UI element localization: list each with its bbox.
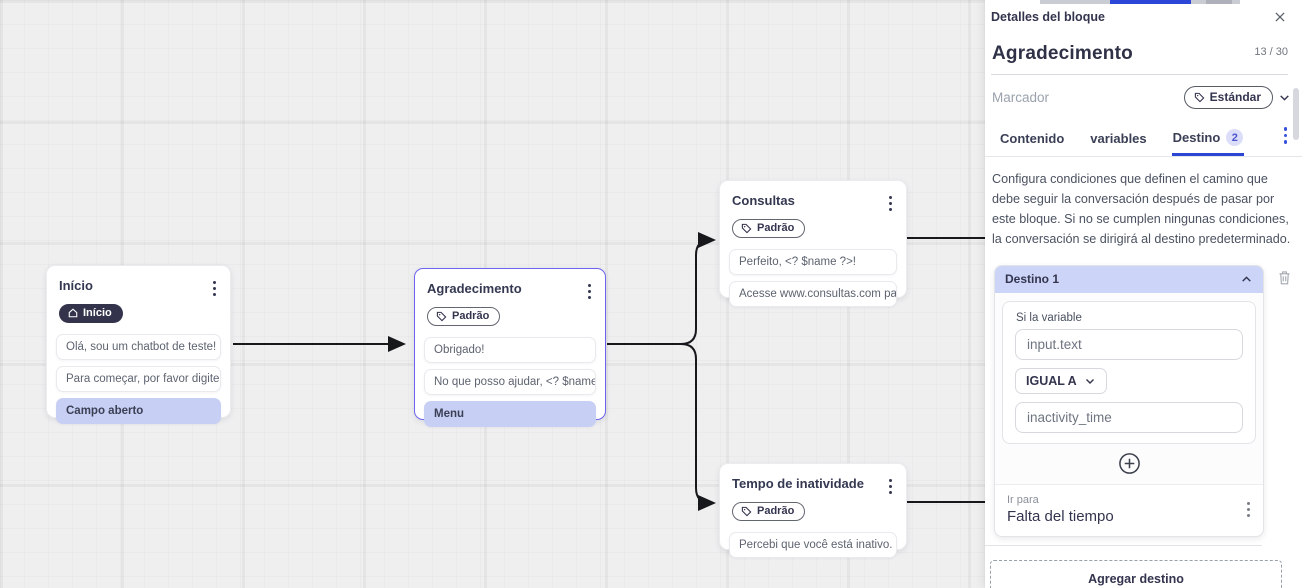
chevron-down-icon bbox=[1085, 378, 1094, 384]
tab-destino[interactable]: Destino 2 bbox=[1171, 121, 1245, 156]
menu-row[interactable]: Menu bbox=[424, 401, 596, 427]
node-menu-icon[interactable] bbox=[585, 281, 594, 301]
operator-dropdown[interactable]: IGUAL A bbox=[1015, 367, 1107, 394]
add-destination-button[interactable]: Agregar destino bbox=[990, 559, 1282, 588]
tab-variables[interactable]: variables bbox=[1090, 131, 1147, 146]
message-row[interactable]: Obrigado! bbox=[424, 337, 596, 363]
node-menu-icon[interactable] bbox=[886, 193, 895, 213]
panel-scrollbar[interactable] bbox=[1293, 88, 1299, 140]
close-icon[interactable] bbox=[1273, 10, 1287, 24]
tag-icon bbox=[741, 223, 752, 233]
edge-agradecimento-consultas bbox=[607, 232, 716, 345]
destination-title: Destino 1 bbox=[1005, 272, 1060, 287]
message-row[interactable]: Para começar, por favor digite o ... bbox=[56, 366, 221, 392]
padrao-badge-label: Padrão bbox=[757, 222, 795, 234]
node-menu-icon[interactable] bbox=[210, 278, 219, 298]
destino-count-badge: 2 bbox=[1226, 129, 1244, 146]
inicio-badge: Início bbox=[59, 304, 123, 323]
trash-icon[interactable] bbox=[1277, 269, 1292, 286]
standard-marker-pill[interactable]: Estándar bbox=[1183, 86, 1273, 109]
operator-label: IGUAL A bbox=[1026, 373, 1077, 388]
node-title: Agradecimento bbox=[427, 281, 522, 296]
char-counter: 13 / 30 bbox=[1254, 46, 1288, 58]
block-details-panel: Detalles del bloque Agradecimento 13 / 3… bbox=[985, 0, 1302, 588]
node-consultas[interactable]: Consultas Padrão Perfeito, <? $name ?>! … bbox=[719, 180, 907, 307]
home-icon bbox=[68, 308, 78, 318]
top-tab-strip-active bbox=[1110, 0, 1191, 4]
marker-pill-label: Estándar bbox=[1209, 90, 1261, 104]
open-field-row[interactable]: Campo aberto bbox=[56, 398, 221, 424]
padrao-badge-label: Padrão bbox=[452, 310, 490, 322]
add-condition-icon[interactable] bbox=[1118, 452, 1141, 475]
message-row[interactable]: Olá, sou um chatbot de teste! bbox=[56, 334, 221, 360]
node-menu-icon[interactable] bbox=[886, 476, 895, 496]
padrao-badge: Padrão bbox=[427, 307, 501, 326]
divider bbox=[991, 74, 1288, 75]
panel-title: Detalles del bloque bbox=[991, 10, 1105, 24]
message-row[interactable]: Percebi que você está inativo. C... bbox=[729, 532, 897, 558]
goto-value: Falta del tiempo bbox=[1007, 507, 1114, 525]
tabs-menu-icon[interactable] bbox=[1281, 125, 1291, 147]
variable-input[interactable] bbox=[1015, 328, 1243, 360]
destination-card: Destino 1 Si la variable IGUAL A bbox=[994, 264, 1264, 537]
divider bbox=[985, 544, 1262, 546]
node-inicio[interactable]: Início Início Olá, sou um chatbot de tes… bbox=[46, 265, 231, 424]
node-title: Tempo de inatividade bbox=[732, 476, 864, 491]
block-name[interactable]: Agradecimento bbox=[992, 43, 1133, 64]
message-row[interactable]: Acesse www.consultas.com par... bbox=[729, 281, 897, 307]
tag-icon bbox=[436, 311, 447, 321]
tag-icon bbox=[741, 506, 752, 516]
tag-icon bbox=[1194, 92, 1205, 102]
goto-label: Ir para bbox=[1007, 493, 1039, 506]
chevron-down-icon[interactable] bbox=[1278, 91, 1291, 104]
marker-placeholder[interactable]: Marcador bbox=[992, 90, 1050, 105]
node-title: Consultas bbox=[732, 193, 795, 208]
message-row[interactable]: No que posso ajudar, <? $name ... bbox=[424, 369, 596, 395]
destination-card-header[interactable]: Destino 1 bbox=[995, 265, 1263, 293]
message-row[interactable]: Perfeito, <? $name ?>! bbox=[729, 249, 897, 275]
node-agradecimento[interactable]: Agradecimento Padrão Obrigado! No que po… bbox=[414, 268, 606, 427]
node-tempo-inatividade[interactable]: Tempo de inatividade Padrão Percebi que … bbox=[719, 463, 907, 558]
chevron-up-icon[interactable] bbox=[1240, 273, 1253, 286]
padrao-badge-label: Padrão bbox=[757, 505, 795, 517]
condition-label: Si la variable bbox=[1016, 311, 1082, 324]
top-tab-strip-dark bbox=[1206, 0, 1232, 4]
comparison-value-input[interactable] bbox=[1015, 401, 1243, 433]
goto-section[interactable]: Ir para Falta del tiempo bbox=[995, 483, 1263, 536]
node-title: Início bbox=[59, 278, 93, 293]
padrao-badge: Padrão bbox=[732, 502, 806, 521]
condition-box: Si la variable IGUAL A bbox=[1002, 300, 1256, 444]
padrao-badge: Padrão bbox=[732, 219, 806, 238]
edge-agradecimento-tempo bbox=[607, 343, 716, 511]
inicio-badge-label: Início bbox=[83, 307, 112, 319]
destination-description: Configura condiciones que definen el cam… bbox=[992, 172, 1291, 246]
goto-menu-icon[interactable] bbox=[1244, 499, 1253, 519]
tab-contenido[interactable]: Contenido bbox=[1000, 131, 1065, 146]
